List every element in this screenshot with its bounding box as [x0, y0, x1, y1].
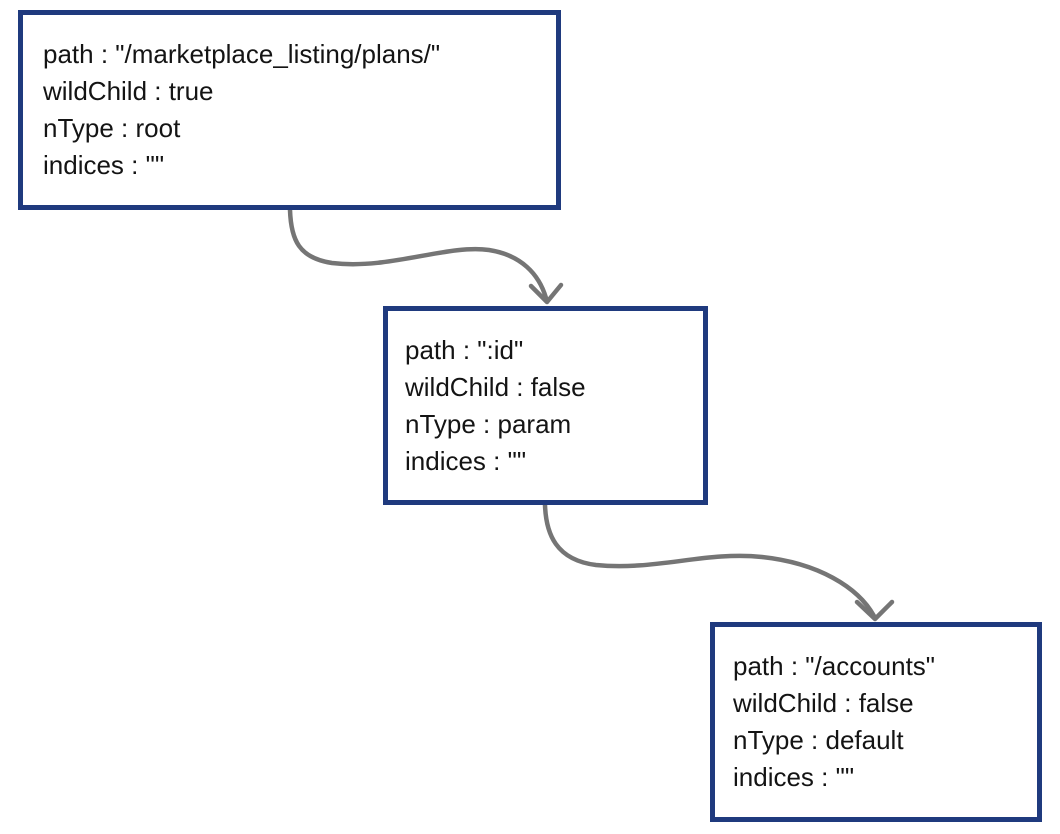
edge-curve: [287, 207, 549, 301]
node-field-wildchild: wildChild : true: [43, 76, 214, 106]
node-field-ntype: nType : default: [733, 725, 904, 755]
node-field-indices: indices : "": [405, 445, 527, 476]
node-root: path : "/marketplace_listing/plans/" wil…: [18, 10, 561, 210]
arrowhead-icon: [854, 599, 895, 622]
node-field-wildchild: wildChild : false: [733, 688, 914, 718]
node-field-indices: indices : "": [733, 762, 855, 792]
node-field-ntype: nType : root: [43, 113, 181, 143]
node-field-path: path : "/accounts": [733, 651, 936, 681]
edge-root-to-param: [287, 207, 564, 305]
node-field-ntype: nType : param: [405, 408, 572, 439]
node-default: path : "/accounts" wildChild : false nTy…: [710, 622, 1042, 822]
edge-param-to-default: [542, 502, 895, 622]
node-field-path: path : "/marketplace_listing/plans/": [43, 39, 441, 69]
arrowhead-icon: [528, 282, 564, 305]
edge-curve: [542, 502, 877, 619]
node-field-wildchild: wildChild : false: [405, 371, 586, 402]
node-param: path : ":id" wildChild : false nType : p…: [383, 306, 708, 505]
node-field-path: path : ":id": [405, 334, 524, 365]
node-field-indices: indices : "": [43, 150, 165, 180]
